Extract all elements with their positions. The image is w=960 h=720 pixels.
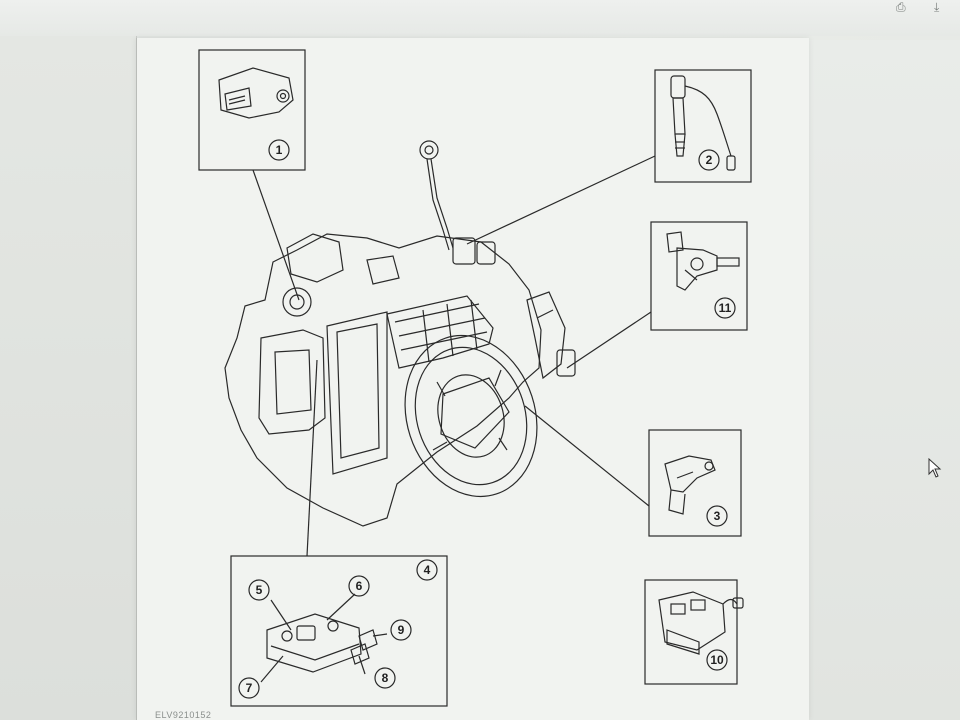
callout-8: 8	[382, 671, 389, 685]
callout-11: 11	[719, 301, 732, 315]
callout-7: 7	[246, 681, 253, 695]
print-icon[interactable]: ⎙	[896, 0, 906, 14]
document-page: 1 2 3 4 5 6 7 8 9 10 11 ELV9210152	[136, 38, 809, 720]
callout-6: 6	[356, 579, 363, 593]
mouse-cursor-icon	[928, 458, 942, 478]
callout-2: 2	[706, 153, 713, 167]
figure-code: ELV9210152	[155, 710, 212, 720]
callout-1: 1	[276, 143, 283, 157]
callout-9: 9	[398, 623, 405, 637]
detail-box-3	[648, 429, 742, 537]
detail-box-10	[644, 579, 738, 685]
viewer-left-panel	[0, 36, 137, 720]
callout-10: 10	[710, 653, 724, 667]
transaxle-diagram: 1 2 3 4 5 6 7 8 9 10 11	[198, 49, 752, 707]
detail-box-2	[654, 69, 752, 183]
detail-box-1	[198, 49, 306, 171]
detail-box-4	[230, 555, 448, 707]
callout-4: 4	[424, 563, 431, 577]
callout-3: 3	[714, 509, 721, 523]
download-icon[interactable]: ⤓	[934, 0, 940, 14]
detail-box-11	[650, 221, 748, 331]
callout-5: 5	[256, 583, 263, 597]
screen-top-bar: ⎙ ⤓	[0, 0, 960, 36]
viewer-right-panel	[808, 40, 960, 720]
